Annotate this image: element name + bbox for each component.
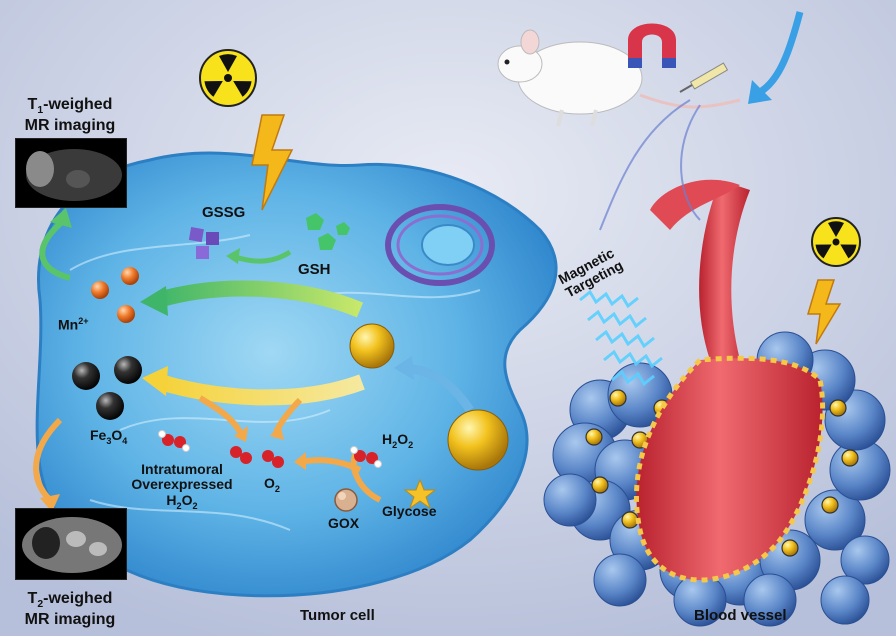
t2-mr-image — [15, 508, 127, 580]
fe3o4-particle — [96, 392, 124, 420]
glycose-label: Glycose — [382, 503, 437, 519]
nanoparticle — [447, 409, 509, 471]
mn-label: Mn2+ — [58, 316, 89, 333]
vessel-tube — [699, 180, 750, 360]
release-fe3o4-arrow — [157, 374, 365, 406]
t1-title: T1-weighed MR imaging — [24, 96, 116, 134]
gox-label: GOX — [328, 515, 360, 531]
tumor-cell-cluster — [543, 473, 597, 527]
nanoparticle — [781, 539, 799, 557]
t1-arrowhead — [50, 208, 72, 228]
lightning-icon — [806, 279, 842, 345]
t2-arrowhead — [40, 494, 60, 512]
nanoparticle — [349, 323, 395, 369]
gssg-label: GSSG — [202, 204, 246, 221]
uptake-arrowhead — [394, 356, 414, 380]
injection-arrowhead — [748, 80, 772, 104]
gssg-molecules — [188, 227, 219, 259]
tumor-cell-cluster — [820, 575, 870, 625]
t1-mr-image — [15, 138, 127, 208]
mn-ion — [117, 305, 135, 323]
tumor-cell-cluster — [804, 489, 866, 551]
intratumoral-h2o2-label: Intratumoral Overexpressed H2O2 — [131, 461, 233, 511]
fe3o4-label: Fe3O4 — [90, 427, 128, 446]
tumor-cell-caption: Tumor cell — [300, 607, 375, 624]
blood-vessel — [634, 179, 826, 583]
h2o2-molecule — [350, 446, 382, 468]
tumor-cell-cluster — [743, 573, 797, 627]
glycose-icon — [403, 478, 437, 510]
release-mn-arrow — [155, 280, 364, 318]
connector-lines — [599, 99, 701, 231]
t1-arrow — [39, 219, 71, 281]
cell-texture — [69, 234, 481, 531]
vessel-section — [634, 355, 826, 583]
reaction-arrowheads — [234, 424, 306, 470]
gsh-molecules — [306, 213, 350, 250]
nanoparticle — [591, 476, 609, 494]
h2o2-molecule — [158, 430, 190, 452]
magnetic-field — [579, 289, 663, 387]
blood-vessel-caption: Blood vessel — [694, 607, 787, 624]
o2-molecule — [230, 446, 284, 468]
radiation-icon — [811, 217, 861, 267]
fe3o4-particle — [72, 362, 100, 390]
syringe-icon — [679, 62, 729, 93]
nanoparticle — [609, 389, 627, 407]
nanoparticle — [829, 399, 847, 417]
nanoparticle — [585, 428, 603, 446]
nanoparticle — [621, 511, 639, 529]
nanoparticle — [821, 496, 839, 514]
gsh-label: GSH — [298, 261, 331, 278]
nanoparticle — [841, 449, 859, 467]
fe3o4-particle — [114, 356, 142, 384]
lightning-icon — [251, 114, 294, 211]
vessel-top — [650, 179, 740, 230]
gsh-arrowhead — [226, 248, 240, 264]
t2-title: T2-weighed MR imaging — [24, 590, 116, 628]
radiation-icon — [199, 49, 257, 107]
h2o2-label: H2O2 — [382, 431, 414, 450]
injection-arrow — [758, 11, 804, 95]
mouse-icon — [497, 29, 741, 127]
t2-arrow — [33, 417, 63, 503]
mn-ion — [91, 281, 109, 299]
mn-ion — [121, 267, 139, 285]
tumor-cell-cluster — [593, 553, 647, 607]
magnet-icon — [628, 23, 676, 68]
o2-label: O2 — [264, 475, 280, 494]
tumor-cell-cluster — [840, 535, 890, 585]
gox-enzyme — [334, 488, 358, 512]
organelle — [385, 204, 495, 286]
release-fe3o4-arrowhead — [142, 366, 168, 396]
release-mn-arrowhead — [140, 286, 168, 316]
